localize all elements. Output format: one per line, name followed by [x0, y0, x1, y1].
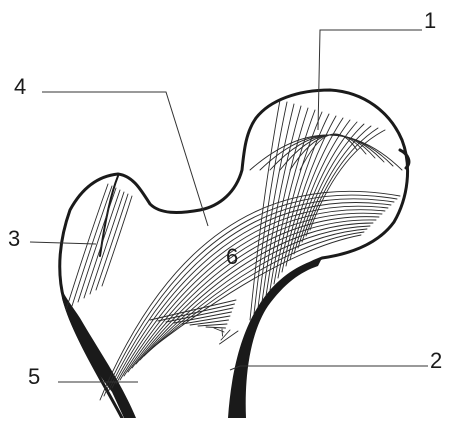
trabecula-trochanter [96, 194, 128, 290]
trabecula-tensile [100, 191, 400, 400]
label-4: 4 [14, 76, 26, 98]
trabecula-secondary [222, 329, 223, 336]
trabecula-tensile [144, 229, 367, 356]
trabecula-head [260, 135, 393, 170]
trabecula-tensile [136, 223, 373, 364]
trabecula-trochanter [78, 188, 116, 302]
leader-line-1 [318, 30, 422, 130]
trabecula-head [300, 134, 357, 170]
label-5: 5 [28, 366, 40, 388]
trabecula-trochanter [90, 192, 124, 294]
trabecula-trochanter [102, 196, 132, 286]
trabecula-tensile [112, 203, 391, 388]
leader-line-4 [42, 92, 208, 226]
label-2: 2 [430, 350, 442, 372]
trochanter-edge [100, 176, 118, 256]
label-1: 1 [424, 10, 436, 32]
label-3: 3 [8, 228, 20, 250]
trabecula-head [270, 135, 384, 170]
trabecula-secondary [198, 324, 227, 326]
fovea-notch [400, 150, 409, 168]
leader-line-2 [230, 366, 428, 370]
trabecula-secondary [206, 327, 226, 328]
label-6: 6 [226, 246, 238, 268]
trabecula-tensile [116, 206, 388, 384]
